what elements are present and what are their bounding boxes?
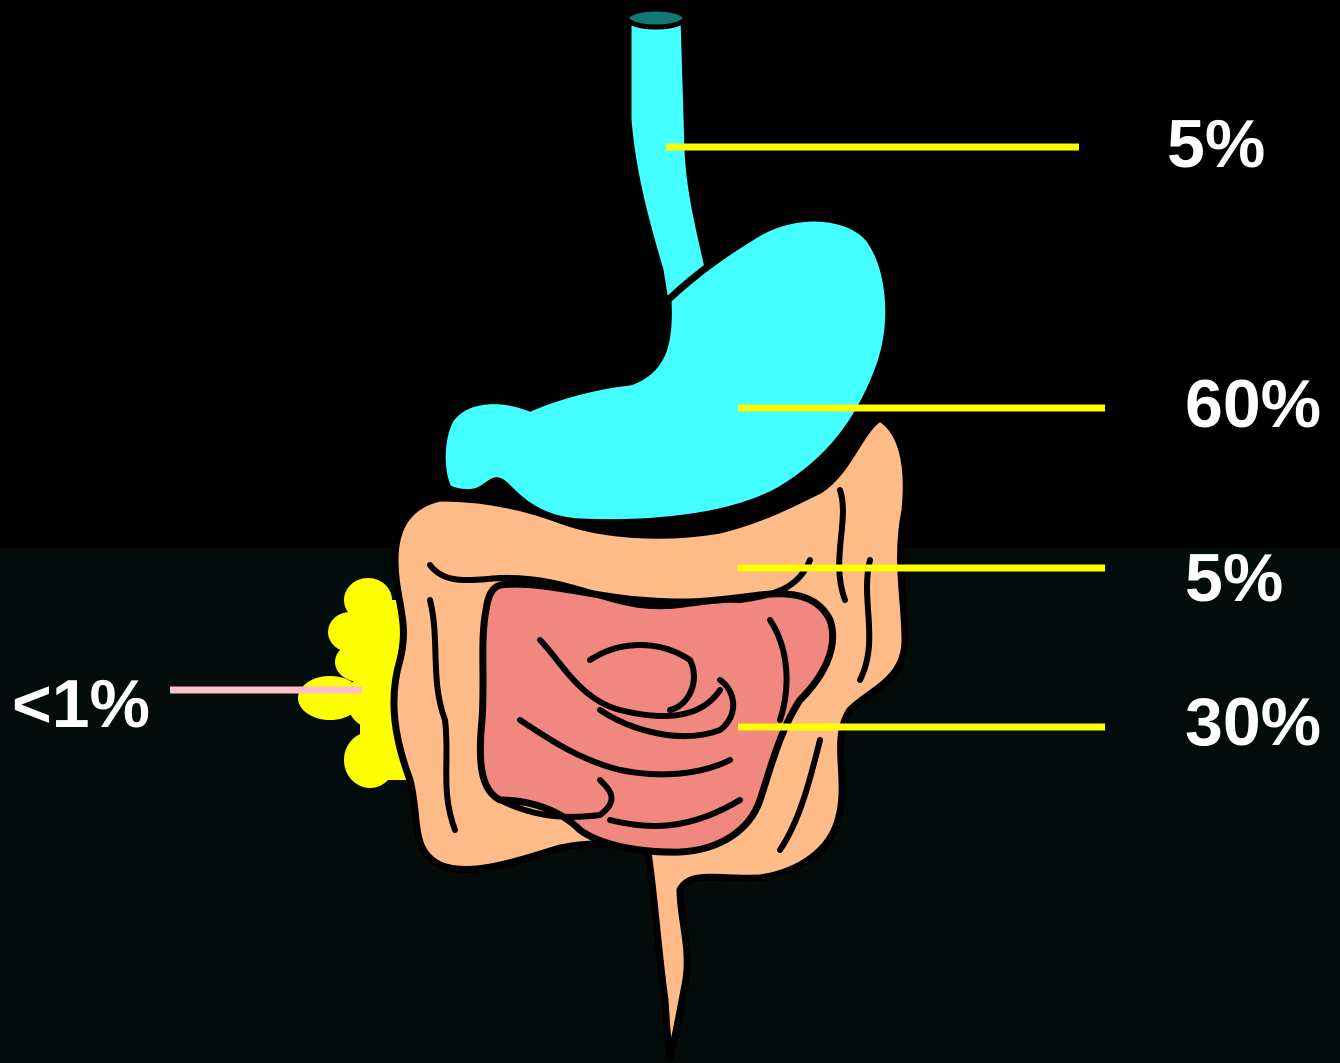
label-stomach-percent: 60% — [1185, 370, 1321, 438]
esophagus-opening — [627, 9, 685, 27]
label-small-intestine-percent: 30% — [1185, 688, 1321, 756]
label-large-intestine-percent: 5% — [1185, 544, 1283, 612]
label-left-organ-percent: <1% — [12, 670, 150, 738]
label-esophagus-percent: 5% — [1167, 110, 1265, 178]
